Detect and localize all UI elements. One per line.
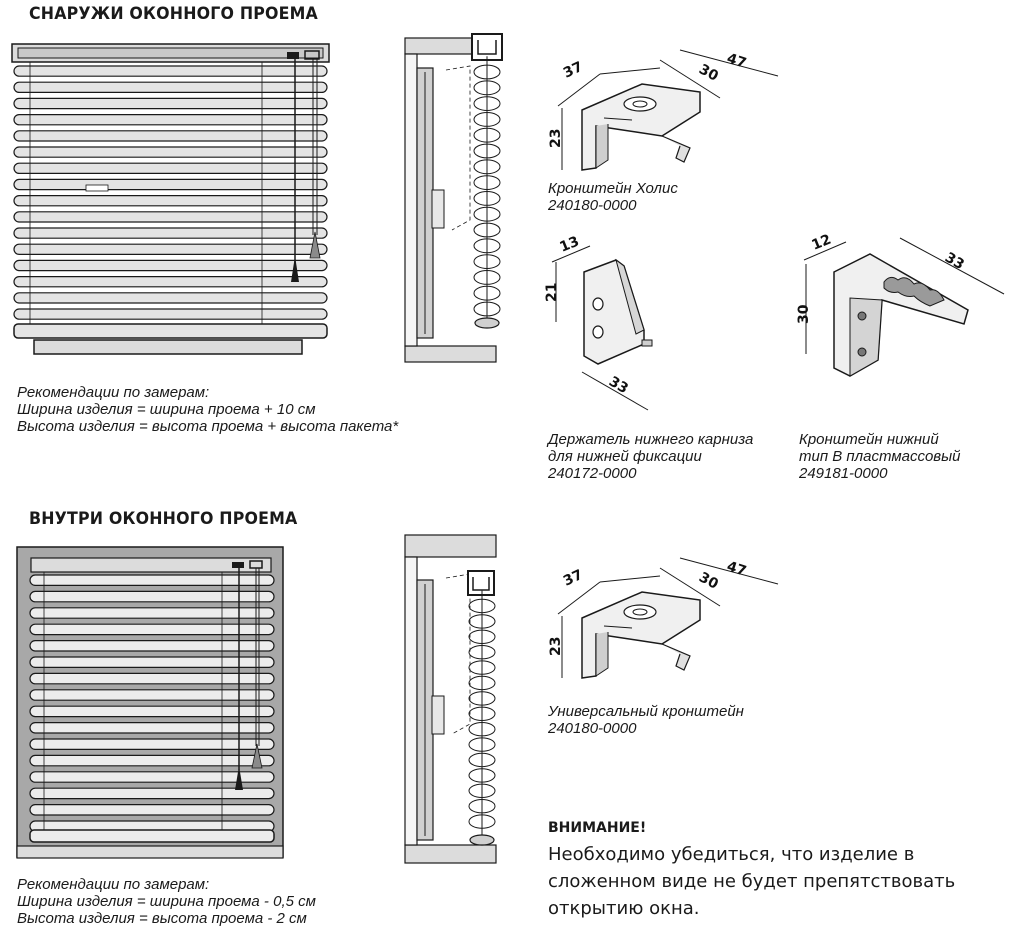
dim-universal-a: 37 — [561, 567, 585, 590]
caption-bracket-code: 249181-0000 — [799, 465, 888, 482]
dim-holis-c: 47 — [725, 51, 748, 72]
dim-universal-b: 30 — [696, 569, 721, 592]
dim-bracket-b-h: 30 — [796, 304, 812, 324]
blind-slat — [29, 574, 275, 586]
lower-bracket-b-drawing: 12 33 30 — [796, 232, 1005, 377]
caption-universal-name: Универсальный кронштейн — [548, 703, 744, 720]
blind-slat — [13, 65, 328, 77]
caption-holder-line2: для нижней фиксации — [548, 448, 702, 465]
caption-holder-line1: Держатель нижнего карниза — [548, 431, 754, 448]
rec-inside-height: Высота изделия = высота проема - 2 см — [17, 910, 307, 927]
caption-bracket-line1: Кронштейн нижний — [799, 431, 939, 448]
blind-slat — [29, 689, 275, 701]
blind-front-inside — [16, 546, 284, 859]
bracket-holis-drawing: 37 30 47 23 — [548, 49, 779, 171]
blind-side-inside — [404, 534, 497, 864]
blind-slat — [29, 771, 275, 783]
blind-slat — [29, 705, 275, 718]
blind-slat — [13, 308, 328, 320]
caption-holder-code: 240172-0000 — [548, 465, 637, 482]
blind-slat — [13, 227, 328, 239]
dim-bracket-b-a: 12 — [810, 232, 834, 254]
caption-universal-code: 240180-0000 — [548, 720, 637, 737]
dim-universal-h: 23 — [548, 637, 564, 656]
blind-slat — [29, 607, 275, 619]
heading-inside: ВНУТРИ ОКОННОГО ПРОЕМА — [29, 509, 298, 529]
caption-holis: Кронштейн Холис 240180-0000 — [548, 180, 678, 214]
dim-holder-h: 21 — [544, 283, 560, 302]
dim-holis-h: 23 — [548, 129, 564, 148]
blind-slat — [13, 113, 328, 126]
caption-lower-bracket: Кронштейн нижний тип В пластмассовый 249… — [799, 431, 961, 482]
blind-slat — [29, 623, 275, 636]
blind-slat — [13, 211, 328, 223]
dim-holder-a: 13 — [558, 234, 582, 256]
blind-slat — [13, 243, 328, 255]
caption-holis-code: 240180-0000 — [548, 197, 637, 214]
blind-side-outside — [404, 33, 503, 363]
blind-front-outside — [11, 43, 330, 355]
blind-slat — [29, 754, 275, 767]
recommendations-inside: Рекомендации по замерам: Ширина изделия … — [17, 876, 316, 927]
heading-outside: СНАРУЖИ ОКОННОГО ПРОЕМА — [29, 4, 318, 24]
blind-slat — [13, 292, 328, 304]
dim-bracket-b-w: 33 — [942, 250, 967, 274]
blind-slat — [29, 672, 275, 685]
blind-slat — [13, 81, 328, 93]
rec-outside-width: Ширина изделия = ширина проема + 10 см — [17, 401, 316, 418]
blind-slat — [29, 656, 275, 668]
blind-slat — [29, 639, 275, 652]
dim-holis-a: 37 — [561, 59, 585, 82]
warning-title: ВНИМАНИЕ! — [548, 820, 647, 836]
rec-inside-title: Рекомендации по замерам: — [17, 876, 210, 893]
blind-slat — [29, 787, 275, 800]
blind-slat — [13, 146, 328, 158]
rec-outside-height: Высота изделия = высота проема + высота … — [17, 418, 399, 435]
lower-holder-drawing: 13 21 33 — [544, 234, 653, 411]
blind-slat — [29, 590, 275, 603]
dim-holis-b: 30 — [696, 61, 721, 84]
warning-text: Необходимо убедиться, что изделие в слож… — [548, 844, 956, 919]
caption-lower-holder: Держатель нижнего карниза для нижней фик… — [548, 431, 753, 482]
blind-slat — [13, 130, 328, 142]
blind-slat — [29, 721, 275, 734]
rec-inside-width: Ширина изделия = ширина проема - 0,5 см — [17, 893, 316, 910]
caption-holis-name: Кронштейн Холис — [548, 180, 678, 197]
blind-slat — [13, 195, 328, 207]
caption-bracket-line2: тип В пластмассовый — [799, 448, 961, 465]
blind-slat — [13, 162, 328, 174]
blind-slat — [13, 276, 328, 288]
blind-slat — [29, 738, 275, 750]
rec-outside-title: Рекомендации по замерам: — [17, 384, 210, 401]
recommendations-outside: Рекомендации по замерам: Ширина изделия … — [17, 384, 398, 435]
caption-universal: Универсальный кронштейн 240180-0000 — [548, 703, 744, 737]
blind-slat — [13, 97, 328, 110]
dim-universal-c: 47 — [725, 559, 748, 580]
bracket-universal-drawing: 37 30 47 23 — [548, 557, 779, 679]
dim-holder-w: 33 — [606, 374, 631, 398]
blind-slat — [29, 803, 275, 816]
blind-slat — [13, 259, 328, 272]
